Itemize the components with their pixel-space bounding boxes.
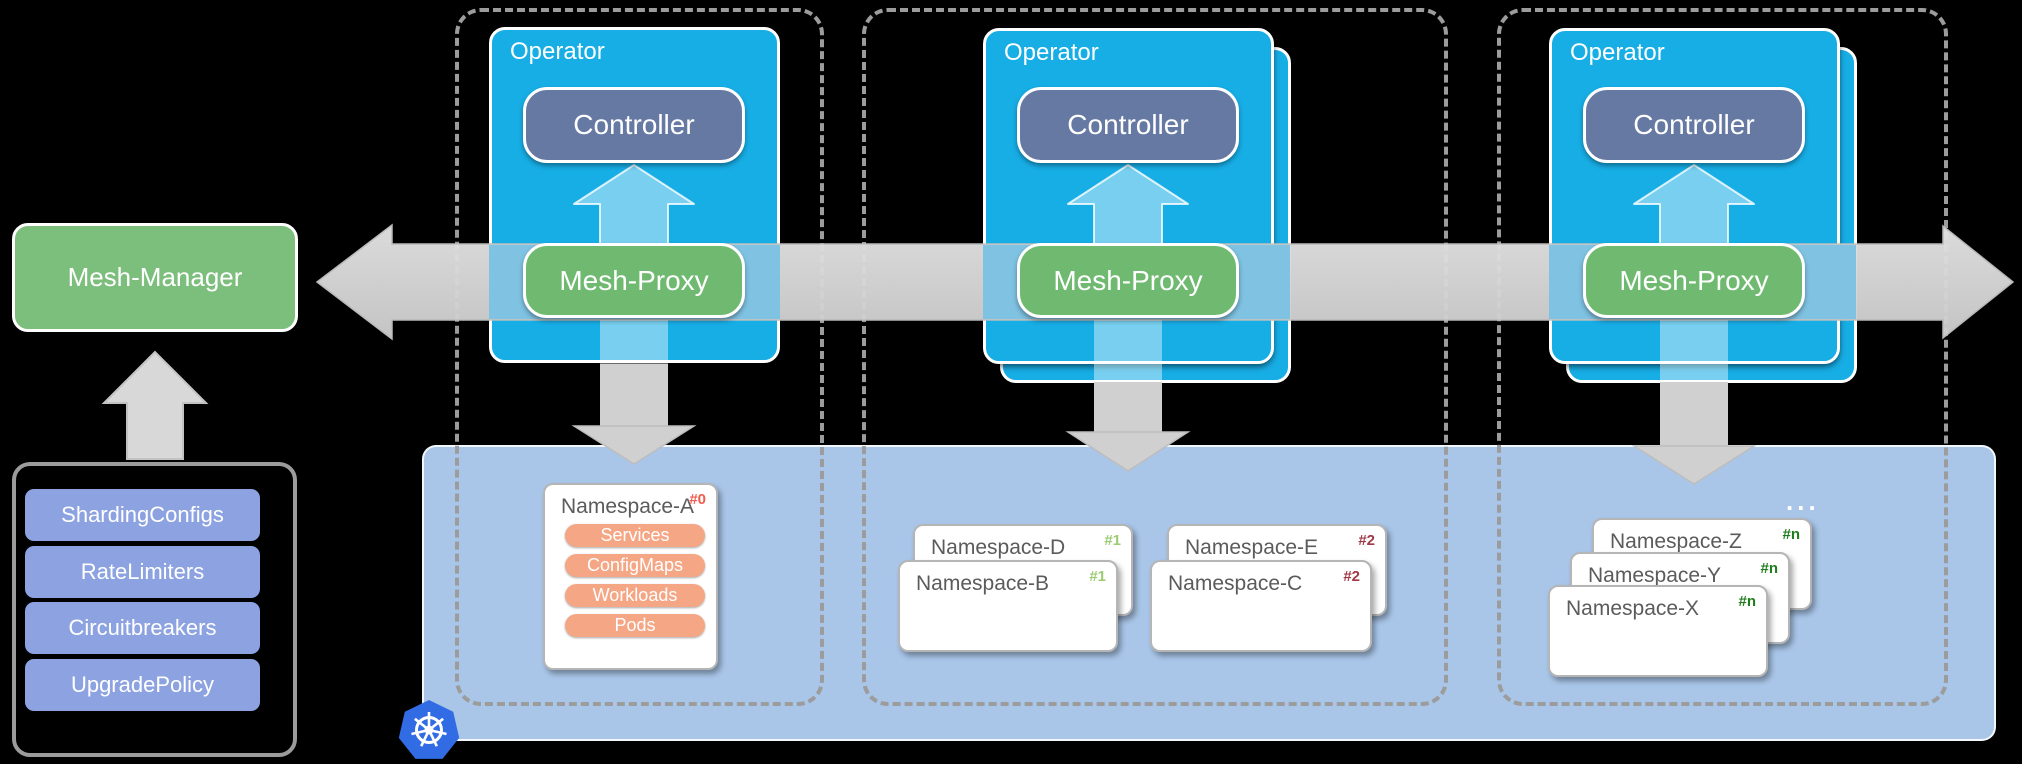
namespace-title: Namespace-E <box>1185 536 1319 559</box>
namespace-title: Namespace-A <box>561 495 695 518</box>
namespace-title: Namespace-Y <box>1588 564 1722 587</box>
controller-box-2: Controller <box>1017 87 1239 163</box>
operator-group-3-border <box>1497 8 1948 706</box>
namespace-stack-ellipsis: ... <box>1786 486 1820 516</box>
shard-badge: #n <box>1760 560 1778 577</box>
namespace-card-b: Namespace-B #1 <box>898 560 1118 652</box>
operator-label: Operator <box>1004 39 1099 66</box>
mesh-proxy-box-2: Mesh-Proxy <box>1017 243 1239 318</box>
shard-badge: #2 <box>1358 532 1375 549</box>
mesh-proxy-label: Mesh-Proxy <box>559 264 709 296</box>
namespace-card-a: Namespace-A #0 Services ConfigMaps Workl… <box>543 483 718 670</box>
controller-label: Controller <box>1067 109 1189 140</box>
shard-badge: #n <box>1782 526 1800 543</box>
controller-label: Controller <box>573 109 695 140</box>
mesh-proxy-box-1: Mesh-Proxy <box>523 243 745 318</box>
resource-pill-workloads: Workloads <box>565 584 705 607</box>
resource-label: Workloads <box>592 585 678 605</box>
shard-badge: #1 <box>1104 532 1121 549</box>
controller-label: Controller <box>1633 109 1755 140</box>
controller-box-3: Controller <box>1583 87 1805 163</box>
namespace-title: Namespace-D <box>931 536 1066 559</box>
mesh-proxy-label: Mesh-Proxy <box>1053 264 1203 296</box>
mesh-proxy-label: Mesh-Proxy <box>1619 264 1769 296</box>
resource-pill-services: Services <box>565 524 705 547</box>
operator-group-2-border <box>862 8 1448 706</box>
operator-group-1-border <box>455 8 824 706</box>
resource-pill-pods: Pods <box>565 614 705 637</box>
resource-label: Pods <box>614 615 656 635</box>
resource-pill-configmaps: ConfigMaps <box>565 554 705 577</box>
config-store-box <box>12 462 297 757</box>
namespace-title: Namespace-C <box>1168 572 1303 595</box>
namespace-card-x: Namespace-X #n <box>1548 585 1768 677</box>
shard-badge: #2 <box>1343 568 1360 585</box>
operator-label: Operator <box>510 38 605 65</box>
up-arrow-icon <box>101 350 209 460</box>
resource-label: ConfigMaps <box>586 555 684 575</box>
shard-badge: #0 <box>689 491 706 508</box>
namespace-title: Namespace-Z <box>1610 530 1742 553</box>
shard-badge: #1 <box>1089 568 1106 585</box>
shard-badge: #n <box>1738 593 1756 610</box>
operator-label: Operator <box>1570 39 1665 66</box>
mesh-proxy-box-3: Mesh-Proxy <box>1583 243 1805 318</box>
namespace-title: Namespace-X <box>1566 597 1700 620</box>
kubernetes-icon <box>398 700 460 759</box>
mesh-manager-label: Mesh-Manager <box>67 262 243 292</box>
resource-label: Services <box>600 525 670 545</box>
mesh-manager-box: Mesh-Manager <box>12 223 298 332</box>
namespace-card-c: Namespace-C #2 <box>1150 560 1372 652</box>
controller-box-1: Controller <box>523 87 745 163</box>
namespace-title: Namespace-B <box>916 572 1050 595</box>
